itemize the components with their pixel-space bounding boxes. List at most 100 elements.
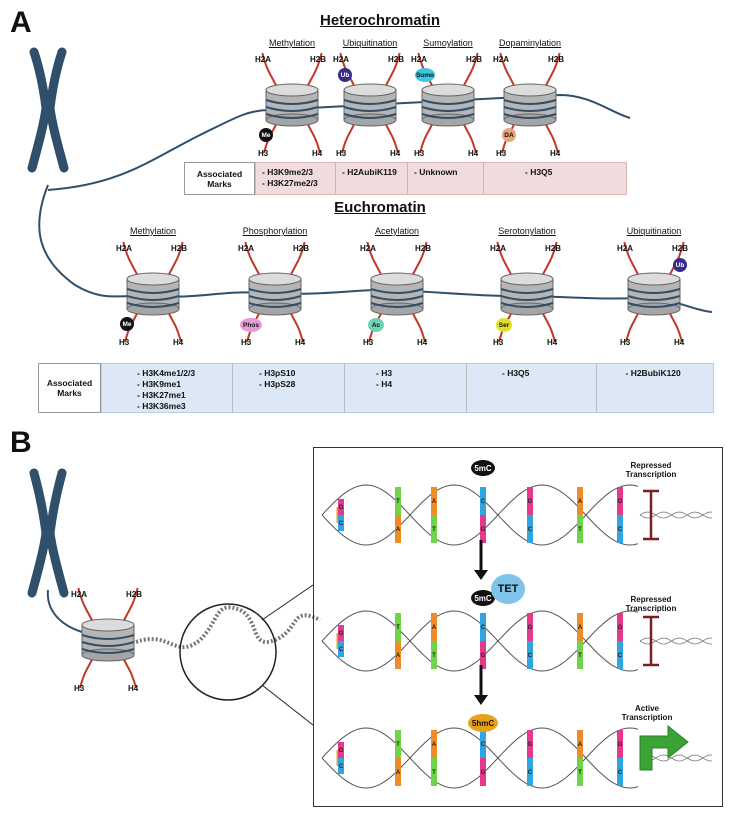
eu-marks-cell: - H3Q5 <box>466 364 596 412</box>
hetero-mod-label: Dopaminylation <box>498 38 562 48</box>
base-letter: T <box>432 770 436 776</box>
hetero-mod-label: Sumoylation <box>423 38 473 48</box>
h2b-label: H2B <box>415 244 432 253</box>
hetero-dna-fiber <box>47 93 631 191</box>
h2a-label: H2A <box>411 55 428 64</box>
h4-label: H4 <box>295 338 306 347</box>
h3-label: H3 <box>258 149 269 158</box>
base-pair-top <box>338 625 344 641</box>
base-letter: A <box>396 527 401 533</box>
ser-tag: Ser <box>496 318 512 332</box>
base-pair-top <box>338 742 344 758</box>
base-pair-top <box>431 613 437 641</box>
hetero-marks-cell: - H3Q5 <box>483 163 625 194</box>
chromosome-icon-a <box>27 47 69 173</box>
histone-tail <box>120 587 139 627</box>
eu-marks-cell: - H3K4me1/2/3- H3K9me1- H3K27me1- H3K36m… <box>102 364 232 412</box>
base-letter: G <box>339 505 344 511</box>
eu-mod-label: Ubiquitination <box>626 226 682 236</box>
h3-label: H3 <box>241 338 252 347</box>
histone-tail <box>244 241 263 281</box>
methylation-5mc-badge: 5mC <box>471 460 495 476</box>
h2b-label: H2B <box>171 244 188 253</box>
h2b-label: H2B <box>466 55 483 64</box>
base-pair-bottom <box>527 758 533 786</box>
h2a-label: H2A <box>255 55 272 64</box>
hetero-mod-label: Ubiquitination <box>342 38 398 48</box>
eu-marks-table: Associated Marks - H3K4me1/2/3- H3K9me1-… <box>38 363 714 413</box>
histone-tail <box>261 52 280 92</box>
h2a-label: H2A <box>493 55 510 64</box>
histone-tail <box>382 52 401 92</box>
eu-marks-cell: - H2BubiK120 <box>596 364 713 412</box>
transcription-status-label: Repressed Transcription <box>625 461 677 479</box>
hetero-marks-cell: - Unknown <box>407 163 483 194</box>
eu-mod-label: Phosphorylation <box>242 226 308 236</box>
active-transcription-arrow-icon <box>639 724 689 771</box>
base-pair-top <box>617 730 623 758</box>
mark-text: - H3 <box>376 368 393 378</box>
base-pair-top <box>480 487 486 515</box>
base-letter: C <box>339 521 344 527</box>
base-pair-bottom <box>577 758 583 786</box>
h4-label: H4 <box>390 149 401 158</box>
dna-coil <box>135 605 321 649</box>
histone-tail <box>165 241 184 281</box>
base-pair-top <box>338 499 344 515</box>
ac-tag: Ac <box>368 318 384 332</box>
histone-tail <box>122 241 141 281</box>
base-pair-bottom <box>395 515 401 543</box>
hetero-nucleosome <box>261 52 323 154</box>
hetero-marks-cell: - H3K9me2/3- H3K27me2/3 <box>256 163 335 194</box>
base-pair-bottom <box>577 641 583 669</box>
histone-tail <box>623 241 642 281</box>
hetero-nucleosome <box>339 52 401 154</box>
histone-tail <box>496 241 515 281</box>
repression-bar-icon <box>643 489 659 541</box>
base-letter: C <box>481 499 486 505</box>
base-letter: G <box>528 625 533 631</box>
base-pair-top <box>431 487 437 515</box>
hetero-marks-cell: - H2AubiK119 <box>335 163 407 194</box>
methylation-5mc-badge: 5mC <box>471 590 495 606</box>
chromatin-connector <box>38 184 136 298</box>
h2a-label: H2A <box>116 244 133 253</box>
eu-mod-label: Methylation <box>129 226 177 236</box>
me-tag: Me <box>259 128 273 142</box>
histone-tail <box>409 241 428 281</box>
histone-tail <box>304 52 323 92</box>
base-letter: T <box>578 653 582 659</box>
base-pair-top <box>617 613 623 641</box>
mark-text: - H2AubiK119 <box>342 167 397 177</box>
h4-label: H4 <box>547 338 558 347</box>
heterochromatin-title: Heterochromatin <box>319 12 441 29</box>
base-letter: C <box>339 764 344 770</box>
base-pair-top <box>577 613 583 641</box>
transcription-status-label: Active Transcription <box>621 704 673 722</box>
zoom-circle <box>179 603 277 701</box>
base-letter: A <box>432 742 437 748</box>
mark-text: - H2BubiK120 <box>625 368 681 378</box>
base-letter: G <box>618 742 623 748</box>
base-letter: G <box>339 631 344 637</box>
h2b-label: H2B <box>672 244 689 253</box>
h4-label: H4 <box>468 149 479 158</box>
me-tag: Me <box>120 317 134 331</box>
panel-b-nucleosome <box>77 587 139 689</box>
mark-text: - H3pS10 <box>259 368 296 378</box>
base-pair-bottom <box>338 758 344 774</box>
tet-enzyme-badge: TET <box>491 574 525 604</box>
base-letter: G <box>618 499 623 505</box>
down-arrow-icon <box>474 665 488 705</box>
base-pair-top <box>527 613 533 641</box>
mark-text: - H4 <box>376 379 393 389</box>
base-pair-bottom <box>480 641 486 669</box>
base-letter: A <box>396 770 401 776</box>
base-pair-bottom <box>527 641 533 669</box>
base-pair-bottom <box>431 758 437 786</box>
base-letter: C <box>618 770 623 776</box>
h3-label: H3 <box>74 684 85 693</box>
h3-label: H3 <box>336 149 347 158</box>
base-pair-bottom <box>431 641 437 669</box>
